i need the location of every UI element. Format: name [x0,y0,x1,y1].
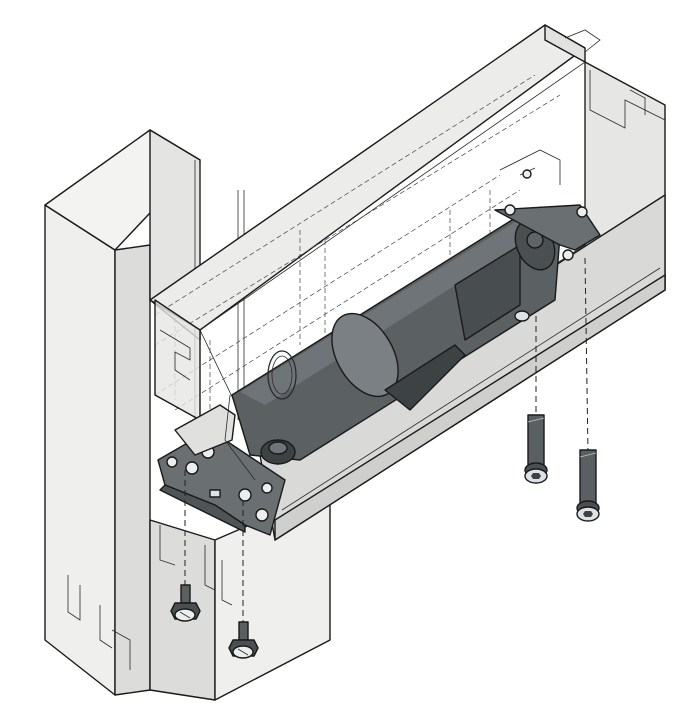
mounting-bracket-far [494,169,601,261]
concealed-door-closer [231,214,561,465]
hex-bolt [228,621,259,659]
socket-head-screw [576,449,600,522]
socket-head-screw [524,414,548,484]
hex-bolt [170,584,201,622]
mounting-bracket-near [157,394,286,536]
vertical-frame-profile [44,129,331,701]
screw-axis-lines [184,257,589,625]
